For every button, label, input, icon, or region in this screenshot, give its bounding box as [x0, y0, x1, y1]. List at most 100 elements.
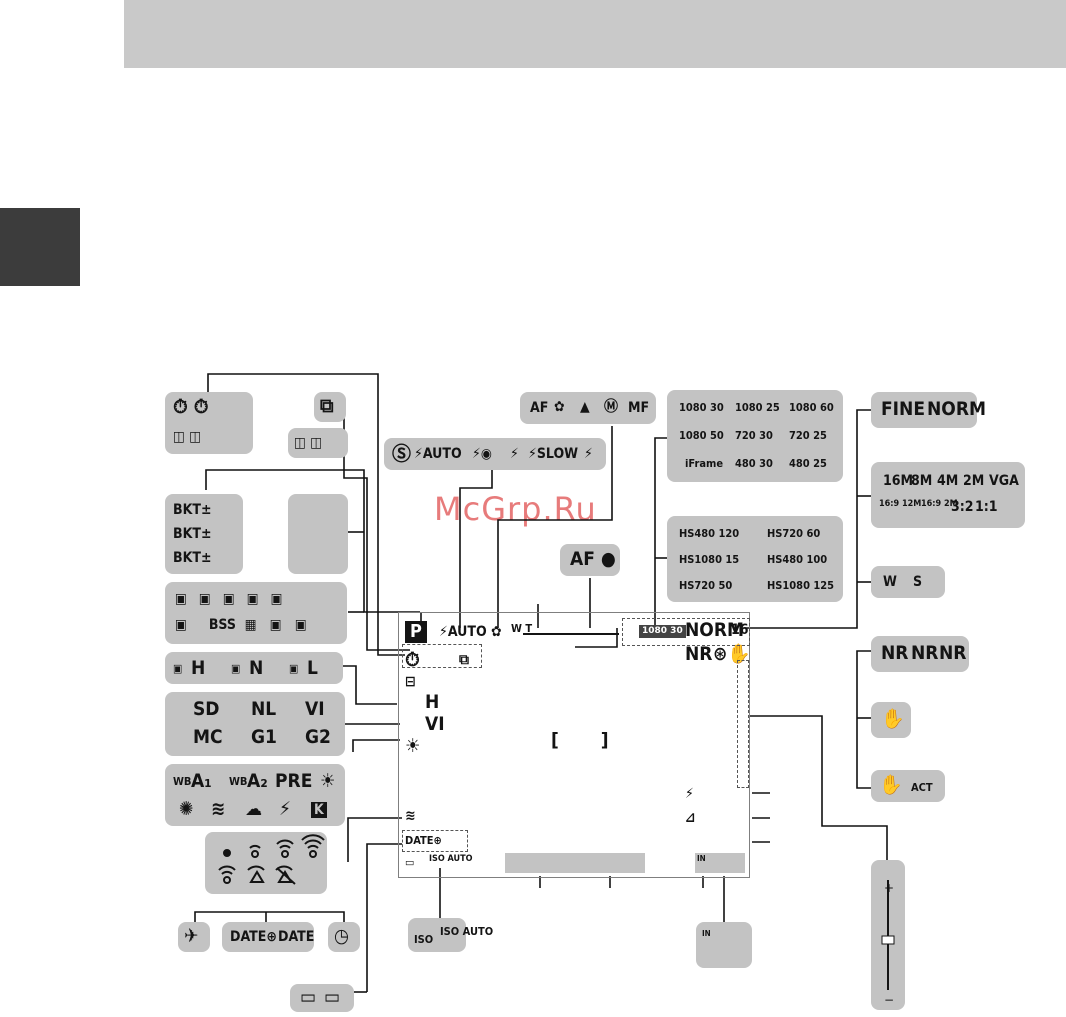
screen-quality: NORM — [685, 619, 745, 641]
screen-exposures-remaining — [695, 853, 745, 873]
shooting-mode-p: P — [405, 621, 427, 643]
size-169-2m: 16:9 2M — [921, 499, 958, 509]
screen-image-size: 16 — [731, 622, 749, 638]
movie-modes-box: 1080 30 1080 25 1080 60 1080 50 720 30 7… — [667, 390, 843, 482]
wb-a1: A₁ — [191, 770, 212, 792]
zoom-memory-w: W — [883, 574, 897, 590]
af-indicator: AF ● — [570, 548, 616, 570]
screen-date-stamp: DATE⊕ — [405, 834, 442, 847]
size-1-1: 1:1 — [975, 499, 998, 515]
movie-1080-25: 1080 25 — [735, 401, 780, 414]
vr-active-icon: ACT — [911, 781, 933, 794]
dlighting-box: H N L ▣ ▣ ▣ — [165, 652, 343, 684]
face-icons: ◫ ◫ — [294, 435, 323, 451]
bkt-row-1: BKT± — [173, 502, 212, 518]
screen-memory: IN — [697, 854, 706, 863]
size-4m: 4M — [937, 473, 959, 489]
screen-flash: ⚡AUTO — [439, 624, 487, 640]
pc-neutral: NL — [251, 698, 277, 720]
screen-wifi-icon: ≋ — [405, 808, 416, 824]
movie-720-30: 720 30 — [735, 429, 773, 442]
battery-full-icon: ▭ — [300, 986, 317, 1008]
wb-kelvin-icon: K — [311, 802, 327, 818]
dashed-date-group — [402, 830, 468, 852]
pc-standard: SD — [193, 698, 220, 720]
focus-modes-box: AF ✿ ▲ Ⓜ MF — [520, 392, 656, 424]
movie-720-25: 720 25 — [789, 429, 827, 442]
screen-iso: ISO AUTO — [429, 854, 473, 864]
dlighting-normal: N — [249, 657, 264, 679]
continuous-icon-box: ⧉ — [314, 392, 346, 422]
dashed-movie-group — [622, 618, 750, 646]
pc-custom-2: G2 — [305, 726, 331, 748]
date-stamp-box: DATE⊕ DATE — [222, 922, 314, 952]
monitor-screen: P ⚡AUTO ✿ W T 1080 30 NORM 16 NR ⊛✋ ⏱ ⧉ … — [398, 612, 751, 878]
continuous-modes-box: ▣▣▣▣▣ ▣ BSS ▦ ▣ ▣ — [165, 582, 347, 644]
screen-wb-icon: ☀ — [405, 735, 421, 757]
white-balance-box: A₁ A₂ PRE ☀ WB WB ✺ ≋ ☁ ⚡ K — [165, 764, 345, 826]
airplane-icon: ✈ — [184, 925, 199, 947]
svg-text:−: − — [884, 993, 894, 1007]
cont-mode-5: ▣ — [270, 591, 295, 607]
bkt-row-2: BKT± — [173, 526, 212, 542]
continuous-modes-row-1: ▣▣▣▣▣ — [175, 592, 295, 606]
wb-label-2: WB — [229, 775, 248, 788]
screen-vr-icon: ⊛✋ — [713, 643, 751, 665]
cont-mode-4: ▣ — [246, 591, 271, 607]
flash-rear-icon: ⚡ — [584, 446, 593, 462]
airplane-box: ✈ — [178, 922, 210, 952]
bkt-box: BKT± BKT± BKT± — [165, 494, 243, 574]
screen-battery-icon: ▭ — [405, 856, 415, 869]
af-indicator-box: AF ● — [560, 544, 620, 576]
screen-shutter-aperture-area — [505, 853, 645, 873]
dlighting-high: H — [191, 657, 206, 679]
flash-fill-icon: ⚡ — [510, 446, 519, 462]
iso-box: ISO ISO AUTO — [408, 918, 493, 952]
dlighting-icon-1: ▣ — [173, 662, 183, 675]
movie-1080-30: 1080 30 — [679, 401, 724, 414]
flash-redeye-icon: ⚡◉ — [472, 446, 492, 462]
bkt-row-3: BKT± — [173, 550, 212, 566]
image-quality-box: FINE NORM — [871, 392, 986, 428]
quality-fine: FINE — [881, 398, 926, 420]
wb-fluorescent-icon: ≋ — [211, 798, 226, 820]
movie-1080-60: 1080 60 — [789, 401, 834, 414]
nr-off: NR — [939, 642, 967, 664]
vr-modes-box: ✋ ACT — [871, 770, 945, 802]
exposure-scale-box: + − — [871, 860, 905, 1010]
size-16m: 16M — [883, 473, 914, 489]
vr-icon: ✋ — [881, 708, 905, 730]
memory-box: IN — [696, 922, 752, 968]
dlighting-low: L — [307, 657, 318, 679]
movie-1080-50: 1080 50 — [679, 429, 724, 442]
flash-slow-icon: ⚡SLOW — [528, 446, 579, 462]
cont-mode-2: ▣ — [198, 591, 223, 607]
focus-mf: MF — [628, 400, 650, 416]
flash-auto-icon: ⚡AUTO — [414, 446, 462, 462]
continuous-icon: ⧉ — [320, 395, 334, 417]
blank-box — [288, 494, 348, 574]
iso-auto-label: ISO AUTO — [440, 925, 494, 938]
screen-nr: NR — [685, 643, 713, 665]
iso-label: ISO — [414, 933, 434, 946]
wifi-signal-icons — [218, 834, 325, 885]
face-icon-box: ◫ ◫ — [288, 428, 348, 458]
dlighting-icon-3: ▣ — [289, 662, 299, 675]
screen-self-timer-icon: ⏱ — [405, 649, 420, 671]
date-icon: DATE — [278, 929, 315, 945]
size-vga: VGA — [989, 473, 1019, 489]
pc-monochrome: MC — [193, 726, 223, 748]
pc-vivid: VI — [305, 698, 325, 720]
screen-continuous-icon: ⧉ — [459, 652, 469, 668]
internal-memory-label: IN — [702, 929, 711, 938]
chapter-tab — [0, 208, 80, 286]
size-169-12m: 16:9 12M — [879, 499, 922, 509]
size-2m: 2M — [963, 473, 985, 489]
hs-480-120: HS480 120 — [679, 527, 740, 540]
battery-box: ▭ ▭ — [290, 984, 354, 1012]
movie-480-25: 480 25 — [789, 457, 827, 470]
cont-mode-3: ▣ — [222, 591, 247, 607]
watermark: McGrp.Ru — [434, 490, 597, 528]
wb-daylight-icon: ☀ — [320, 770, 336, 792]
focus-mf-dial-icon: Ⓜ — [604, 399, 618, 415]
